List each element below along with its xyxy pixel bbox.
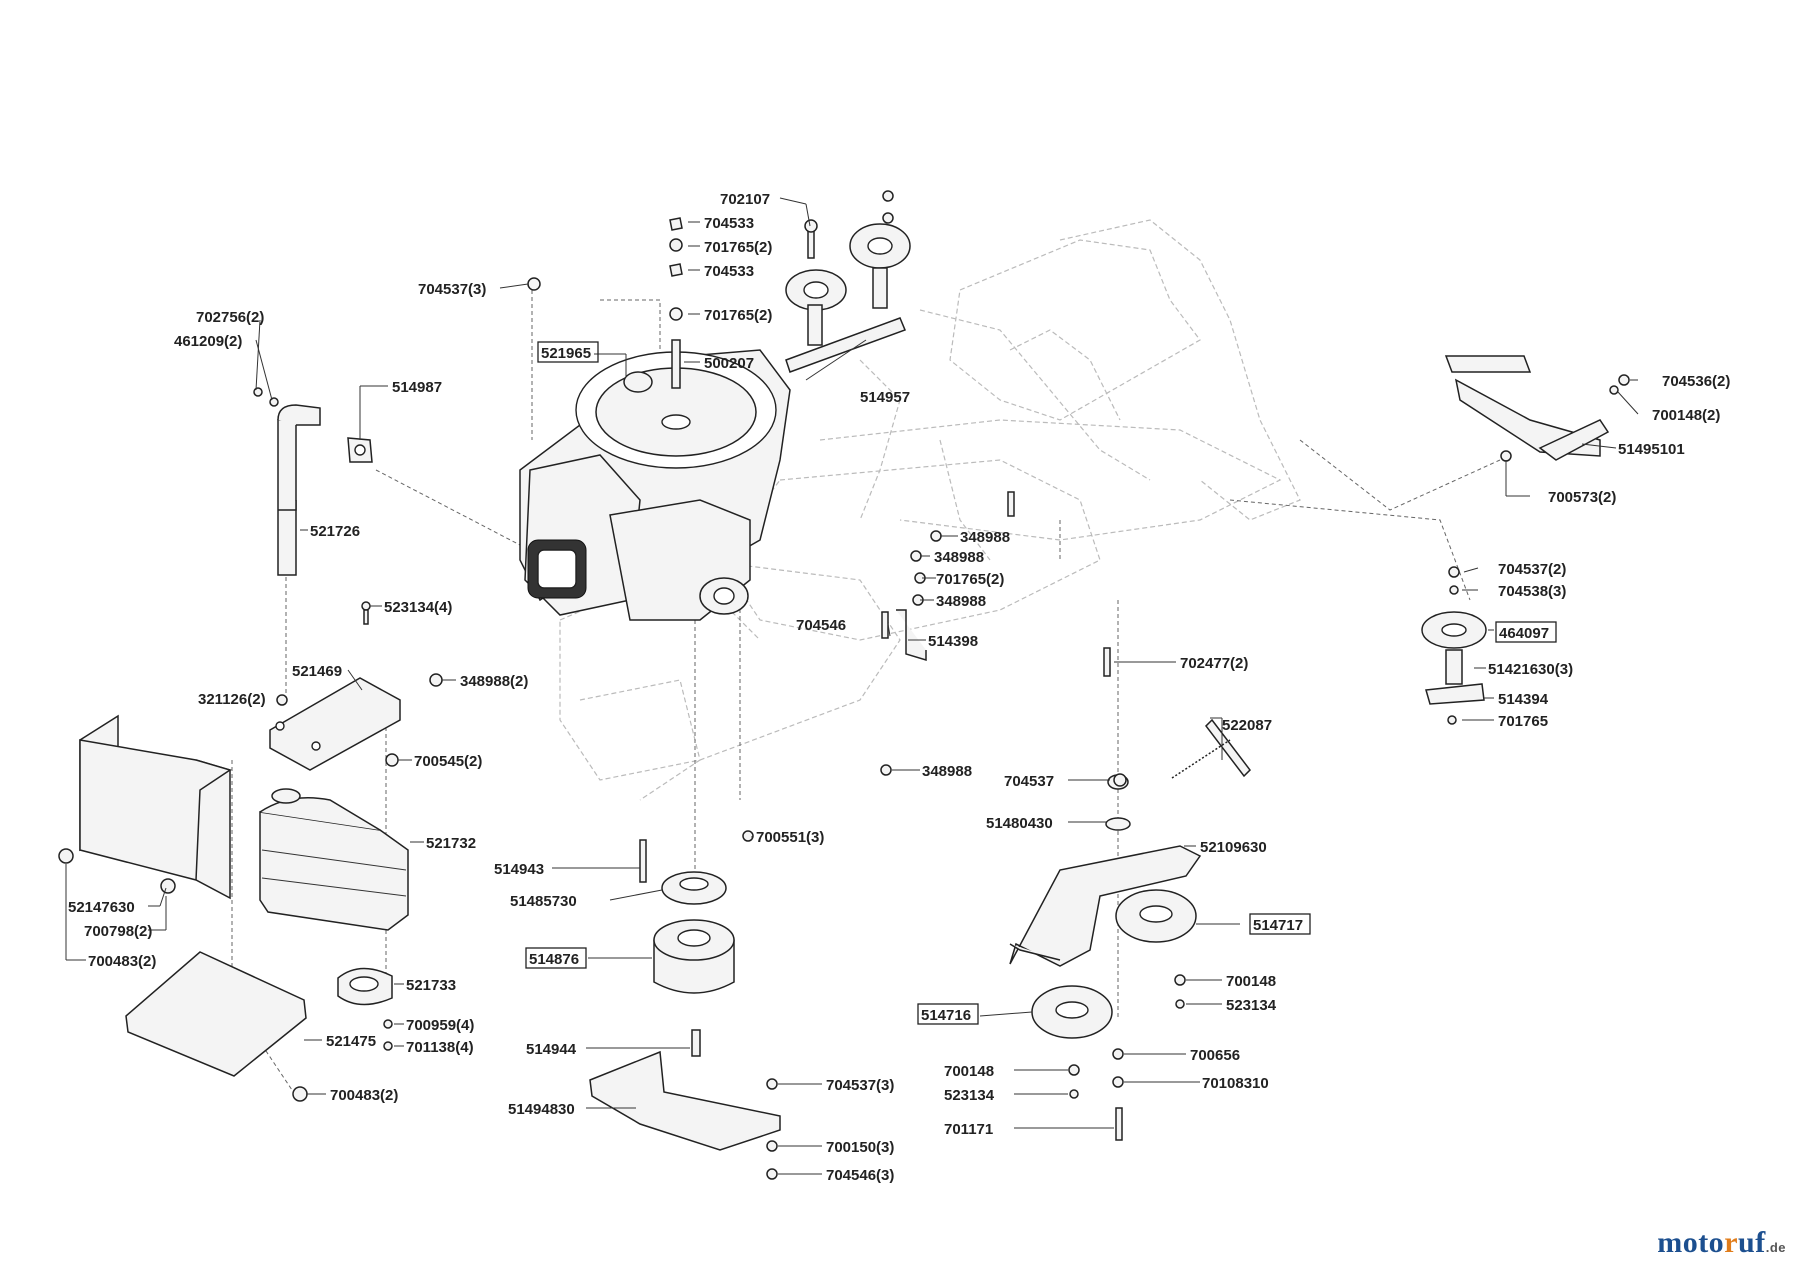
part-label-514957[interactable]: 514957 xyxy=(860,389,910,406)
part-label-521732[interactable]: 521732 xyxy=(426,835,476,852)
part-label-box-514716 xyxy=(917,1003,979,1025)
part-label-514944[interactable]: 514944 xyxy=(526,1041,577,1058)
part-label-514943[interactable]: 514943 xyxy=(494,861,544,878)
part-label-348988[interactable]: 348988 xyxy=(922,763,972,780)
pto-clutch-assembly xyxy=(639,830,754,1057)
watermark-logo: motoruf.de xyxy=(1657,1226,1786,1260)
part-label-702477[interactable]: 702477(2) xyxy=(1180,655,1248,672)
part-label-700545[interactable]: 700545(2) xyxy=(414,753,482,770)
part-label-700150[interactable]: 700150(3) xyxy=(826,1139,894,1156)
part-label-522087[interactable]: 522087 xyxy=(1222,717,1272,734)
part-label-700148[interactable]: 700148 xyxy=(1226,973,1276,990)
engine-assembly xyxy=(519,349,791,621)
part-label-51421630[interactable]: 51421630(3) xyxy=(1488,661,1573,678)
part-label-523134[interactable]: 523134 xyxy=(1226,997,1277,1014)
part-label-514716[interactable]: 514716 xyxy=(921,1007,971,1024)
part-label-box-464097 xyxy=(1495,621,1557,643)
part-label-348988[interactable]: 348988 xyxy=(936,593,986,610)
exhaust-pipe-assembly xyxy=(253,387,373,576)
engine-top-fasteners xyxy=(527,217,818,389)
part-label-704537[interactable]: 704537(2) xyxy=(1498,561,1566,578)
part-label-700656[interactable]: 700656 xyxy=(1190,1047,1240,1064)
part-label-700551[interactable]: 700551(3) xyxy=(756,829,824,846)
part-label-514398[interactable]: 514398 xyxy=(928,633,978,650)
part-label-500207[interactable]: 500207 xyxy=(704,355,754,372)
part-label-348988[interactable]: 348988(2) xyxy=(460,673,528,690)
part-label-box-514717 xyxy=(1249,913,1311,935)
part-label-461209[interactable]: 461209(2) xyxy=(174,333,242,350)
part-label-701765[interactable]: 701765(2) xyxy=(704,307,772,324)
part-label-704537[interactable]: 704537 xyxy=(1004,773,1054,790)
part-label-523134[interactable]: 523134 xyxy=(944,1087,995,1104)
part-number-labels: 702107 704533 701765(2) 704533 704537(3)… xyxy=(68,191,1730,1184)
part-label-700483[interactable]: 700483(2) xyxy=(88,953,156,970)
part-label-51495101[interactable]: 51495101 xyxy=(1618,441,1685,458)
part-label-700959[interactable]: 700959(4) xyxy=(406,1017,474,1034)
part-label-700798[interactable]: 700798(2) xyxy=(84,923,152,940)
part-label-704533[interactable]: 704533 xyxy=(704,263,754,280)
watermark-part1: moto xyxy=(1657,1226,1725,1259)
part-label-701765[interactable]: 701765(2) xyxy=(704,239,772,256)
part-label-348988[interactable]: 348988 xyxy=(960,529,1010,546)
part-label-521469[interactable]: 521469 xyxy=(292,663,342,680)
part-label-702107[interactable]: 702107 xyxy=(720,191,770,208)
part-label-51480430[interactable]: 51480430 xyxy=(986,815,1053,832)
part-label-700573[interactable]: 700573(2) xyxy=(1548,489,1616,506)
part-label-700148[interactable]: 700148 xyxy=(944,1063,994,1080)
muffler-bracket xyxy=(269,601,443,771)
part-label-700148[interactable]: 700148(2) xyxy=(1652,407,1720,424)
part-label-514876[interactable]: 514876 xyxy=(529,951,579,968)
heat-shield xyxy=(58,714,232,900)
frame-fasteners xyxy=(880,491,1231,787)
lower-shield-plate xyxy=(125,951,308,1102)
rear-support-bracket xyxy=(1444,355,1630,462)
part-label-348988[interactable]: 348988 xyxy=(934,549,984,566)
part-label-464097[interactable]: 464097 xyxy=(1499,625,1549,642)
part-label-704546[interactable]: 704546(3) xyxy=(826,1167,894,1184)
watermark-part2: r xyxy=(1724,1226,1739,1259)
part-label-321126[interactable]: 321126(2) xyxy=(198,691,266,708)
part-label-521475[interactable]: 521475 xyxy=(326,1033,376,1050)
part-label-701171[interactable]: 701171 xyxy=(944,1121,993,1138)
part-label-521733[interactable]: 521733 xyxy=(406,977,456,994)
part-label-704533[interactable]: 704533 xyxy=(704,215,754,232)
part-label-521965[interactable]: 521965 xyxy=(541,345,591,362)
part-label-704546[interactable]: 704546 xyxy=(796,617,846,634)
part-label-704537[interactable]: 704537(3) xyxy=(418,281,486,298)
engine-mounting-plate xyxy=(589,1050,781,1180)
part-label-702756[interactable]: 702756(2) xyxy=(196,309,264,326)
leader-lines xyxy=(65,197,1639,1175)
part-label-700483[interactable]: 700483(2) xyxy=(330,1087,398,1104)
part-label-704536[interactable]: 704536(2) xyxy=(1662,373,1730,390)
part-label-523134[interactable]: 523134(4) xyxy=(384,599,452,616)
idler-pulleys-top xyxy=(785,190,911,373)
watermark-tld: .de xyxy=(1765,1240,1786,1255)
part-label-514394[interactable]: 514394 xyxy=(1498,691,1549,708)
part-label-70108310[interactable]: 70108310 xyxy=(1202,1075,1269,1092)
part-label-52147630[interactable]: 52147630 xyxy=(68,899,135,916)
part-label-521726[interactable]: 521726 xyxy=(310,523,360,540)
tension-arm-assembly xyxy=(1009,718,1251,1141)
part-label-701138[interactable]: 701138(4) xyxy=(406,1039,474,1056)
part-label-514987[interactable]: 514987 xyxy=(392,379,442,396)
part-label-box-521965 xyxy=(537,341,599,363)
part-label-704538[interactable]: 704538(3) xyxy=(1498,583,1566,600)
chassis-frame-outline xyxy=(559,219,1301,801)
part-label-51485730[interactable]: 51485730 xyxy=(510,893,577,910)
exhaust-deflector xyxy=(337,967,393,1051)
right-idler-pulley xyxy=(1421,566,1487,725)
part-label-51494830[interactable]: 51494830 xyxy=(508,1101,575,1118)
watermark-part3: uf xyxy=(1738,1226,1766,1259)
part-label-box-514876 xyxy=(525,947,587,969)
part-label-701765[interactable]: 701765 xyxy=(1498,713,1548,730)
part-label-701765[interactable]: 701765(2) xyxy=(936,571,1004,588)
part-label-52109630[interactable]: 52109630 xyxy=(1200,839,1267,856)
part-label-514717[interactable]: 514717 xyxy=(1253,917,1303,934)
muffler xyxy=(259,788,409,931)
part-label-704537[interactable]: 704537(3) xyxy=(826,1077,894,1094)
